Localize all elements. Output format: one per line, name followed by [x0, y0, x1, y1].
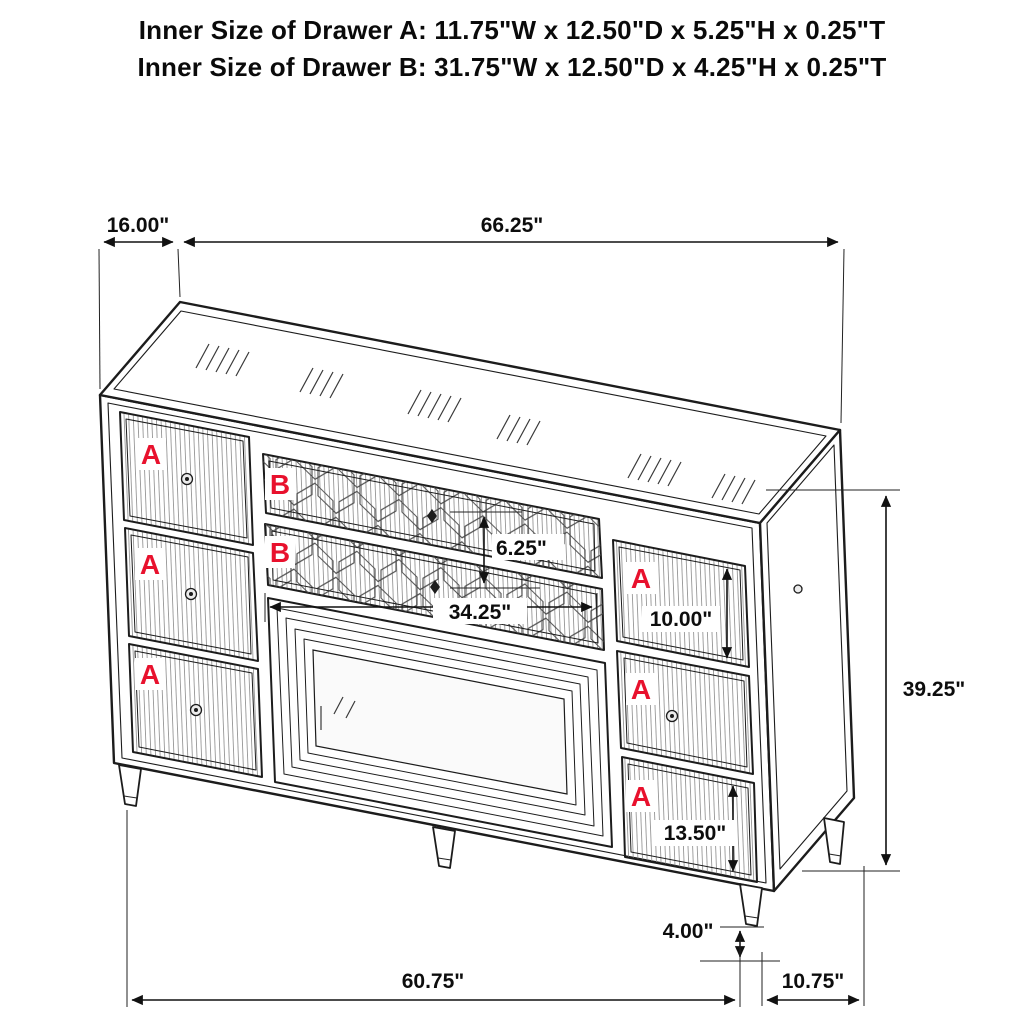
dimension-top-depth: 16.00": [98, 214, 181, 390]
drawer-a-letter: A: [631, 781, 651, 812]
drawer-a-letter: A: [140, 549, 160, 580]
drawer-a-letter: A: [140, 659, 160, 690]
dimension-side-depth: 10.75": [761, 866, 865, 1006]
dimension-top-width: 66.25": [183, 214, 845, 424]
top-surface-hatching: [195, 343, 756, 505]
dim-label-right-top-drawer-height: 10.00": [650, 608, 713, 631]
dim-label-overall-height: 39.25": [903, 678, 966, 701]
leg-back-right: [823, 817, 845, 865]
drawer-a-left-top: A: [119, 411, 254, 546]
drawer-a-left-bottom: A: [128, 643, 263, 778]
dimension-drawer-b-width: 34.25": [264, 593, 598, 624]
side-panel: [758, 428, 856, 893]
top-surface-inner-line: [113, 310, 827, 515]
title-drawer-a: Inner Size of Drawer A: 11.75"W x 12.50"…: [138, 15, 886, 45]
dim-label-front-width: 60.75": [402, 970, 465, 993]
dimension-drawer-b-height: 6.25": [450, 511, 564, 589]
drawer-b-letter: B: [270, 469, 290, 500]
leg-front-center: [432, 826, 456, 869]
side-keyhole: [793, 584, 803, 594]
title-drawer-b: Inner Size of Drawer B: 31.75"W x 12.50"…: [137, 52, 887, 82]
legs: [118, 764, 845, 927]
dimension-right-top-drawer-height: 10.00": [642, 568, 733, 659]
dim-label-top-depth: 16.00": [107, 214, 170, 237]
inner-size-title: Inner Size of Drawer A: 11.75"W x 12.50"…: [0, 12, 1024, 86]
glass-panel: [312, 649, 568, 795]
dim-label-top-width: 66.25": [481, 214, 544, 237]
drawer-b-letter: B: [270, 537, 290, 568]
glass-reflection: [320, 696, 356, 730]
dimension-right-bottom-drawer-height: 13.50": [654, 785, 739, 872]
side-panel-inner-line: [766, 444, 848, 870]
front-face-inner-line: [107, 402, 767, 884]
dim-label-right-bottom-drawer-height: 13.50": [664, 822, 727, 845]
dim-label-drawer-b-height: 6.25": [496, 537, 547, 560]
center-frame-panel: [267, 597, 613, 848]
dim-label-drawer-b-width: 34.25": [449, 601, 512, 624]
dimension-leg-height: 4.00": [658, 918, 780, 962]
drawer-a-letter: A: [631, 563, 651, 594]
drawer-a-left-middle: A: [124, 527, 259, 662]
drawer-a-right-middle: A: [616, 650, 754, 775]
dim-label-leg-height: 4.00": [663, 920, 714, 943]
drawer-a-letter: A: [631, 674, 651, 705]
leg-front-right: [739, 883, 763, 927]
drawer-a-letter: A: [141, 439, 161, 470]
leg-front-left: [118, 764, 142, 807]
drawer-a-right-top: A: [612, 539, 750, 668]
dimension-overall-height: 39.25": [766, 489, 966, 872]
dim-label-side-depth: 10.75": [782, 970, 845, 993]
drawer-a-right-bottom: A: [621, 756, 758, 883]
dimension-front-width: 60.75": [126, 810, 741, 1007]
